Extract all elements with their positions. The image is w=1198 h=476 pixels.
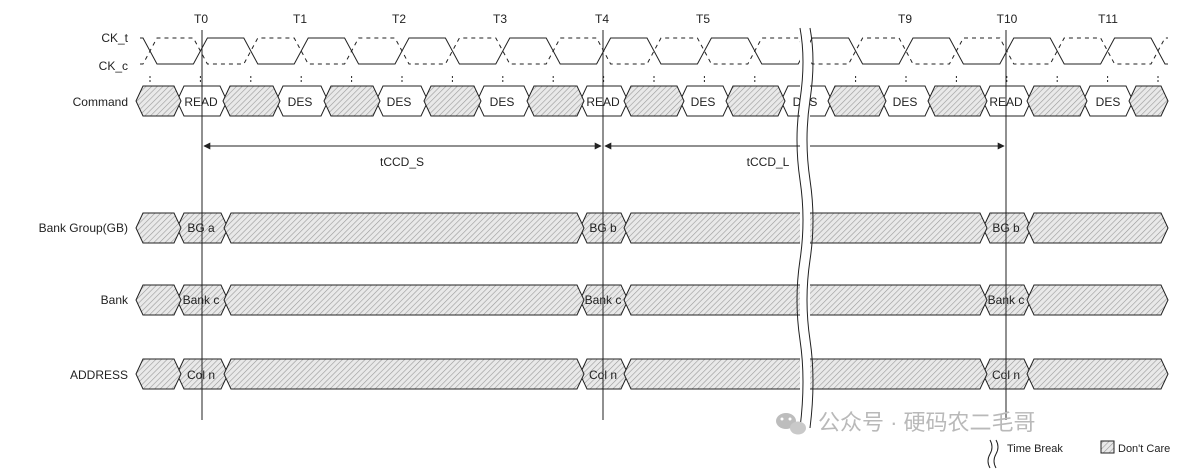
tick-t0: T0 [194,12,208,26]
legend-time-break: Time Break [1007,443,1063,455]
command-des-6: DES [893,95,918,109]
command-dont-care [423,85,482,117]
clock-waveforms [140,37,1168,82]
legend: Time Break Don't Care [987,439,1170,469]
tick-t4: T4 [595,12,609,26]
command-dont-care [323,85,381,117]
tick-t9: T9 [898,12,912,26]
command-des-1: DES [288,95,313,109]
tick-t2: T2 [392,12,406,26]
command-dont-care [827,85,887,117]
tick-t1: T1 [293,12,307,26]
bank-dont-care [1026,284,1169,316]
command-bus: READ DES DES DES READ DES DES DES READ D… [135,85,1169,117]
tick-t11: T11 [1098,12,1118,26]
bank-dont-care [223,284,585,316]
command-dont-care [1026,85,1088,117]
time-break-legend-icon [987,439,999,469]
tccd-l-label: tCCD_L [747,155,790,169]
bank-bus: Bank c Bank c Bank c [135,284,1169,316]
command-dont-care [623,85,685,117]
bank-label: Bank [101,293,129,307]
watermark: 公众号 · 硬码农二毛哥 [776,410,1036,435]
command-dont-care [526,85,585,117]
address-dont-care [223,358,585,390]
bank-value-1: Bank c [183,293,220,307]
wechat-icon [776,413,806,435]
command-label: Command [73,95,128,109]
command-dont-care [1128,85,1169,117]
command-des-7: DES [1096,95,1121,109]
tick-t3: T3 [493,12,507,26]
ck-c-label: CK_c [99,59,128,73]
tick-t5: T5 [696,12,710,26]
ck-t-waveform [140,37,1168,65]
address-dont-care [135,358,182,390]
time-break-marker [796,27,814,429]
address-bus: Col n Col n Col n [135,358,1169,390]
legend-dont-care: Don't Care [1118,443,1170,455]
command-des-4: DES [691,95,716,109]
command-dont-care [222,85,281,117]
ck-t-label: CK_t [101,31,128,45]
bank-group-dont-care [135,212,182,244]
address-value-1: Col n [187,368,215,382]
bank-group-label: Bank Group(GB) [39,221,128,235]
command-des-3: DES [490,95,515,109]
bank-dont-care [135,284,182,316]
dont-care-legend-icon [1100,440,1115,454]
bank-group-value-1: BG a [187,221,215,235]
tick-t10: T10 [997,12,1018,26]
command-dont-care [725,85,786,117]
bank-group-dont-care [223,212,585,244]
command-read-1: READ [184,95,218,109]
bank-group-dont-care [1026,212,1169,244]
command-dont-care [135,85,182,117]
watermark-text: 公众号 · 硬码农二毛哥 [818,410,1036,435]
address-dont-care [1026,358,1169,390]
command-dont-care [927,85,988,117]
command-des-2: DES [387,95,412,109]
tccd-s-label: tCCD_S [380,155,424,169]
address-label: ADDRESS [70,368,128,382]
bank-group-bus: BG a BG b BG b [135,212,1169,244]
